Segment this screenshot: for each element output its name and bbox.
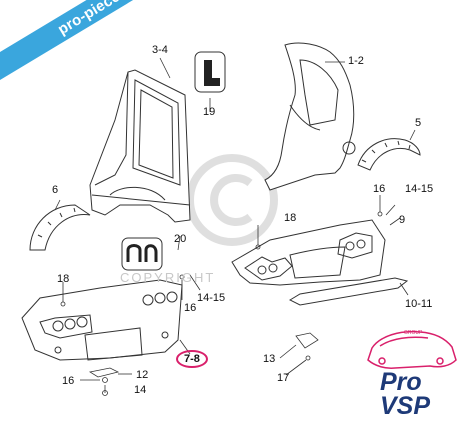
part-rear-quarter-panel	[89, 69, 191, 223]
provsp-logo: GROUP Pro VSP	[358, 330, 463, 430]
logo-line-vsp: VSP	[380, 392, 431, 420]
callout-9: 9	[399, 214, 406, 226]
callout-16-bottom: 16	[62, 375, 75, 387]
callout-6: 6	[52, 184, 59, 196]
callout-5: 5	[415, 117, 422, 129]
part-wheel-arch-left	[29, 204, 91, 251]
part-front-bumper	[21, 279, 183, 361]
callout-1-2: 1-2	[348, 55, 364, 67]
part-clip-20	[121, 237, 163, 271]
logo-car-icon	[367, 330, 457, 369]
part-wheel-arch-right	[357, 138, 421, 171]
callout-13: 13	[263, 353, 276, 365]
callout-19: 19	[203, 106, 216, 118]
logo-line-pro: Pro	[380, 368, 422, 396]
callout-14-15-top: 14-15	[405, 183, 434, 195]
callout-10-11: 10-11	[405, 298, 433, 310]
copyright-watermark-text: COPYRIGHT	[120, 270, 216, 285]
callout-3-4: 3-4	[152, 44, 168, 56]
callout-18-left: 18	[57, 273, 70, 285]
part-rear-bumper	[231, 219, 409, 306]
callout-18-top: 18	[284, 212, 297, 224]
part-seal-19	[194, 51, 226, 93]
callout-16-top: 16	[373, 183, 386, 195]
callout-16-left: 16	[184, 302, 197, 314]
callout-12: 12	[136, 369, 149, 381]
fasteners-and-leaders	[54, 57, 416, 396]
callout-17: 17	[277, 372, 290, 384]
callout-14: 14	[134, 384, 147, 396]
callout-14-15-left: 14-15	[197, 292, 226, 304]
part-rear-side-panel	[264, 42, 356, 191]
callout-7-8-highlighted: 7-8	[176, 350, 208, 368]
callout-20: 20	[174, 233, 187, 245]
copyright-watermark-icon	[186, 154, 278, 246]
logo-tag: GROUP	[404, 330, 423, 336]
